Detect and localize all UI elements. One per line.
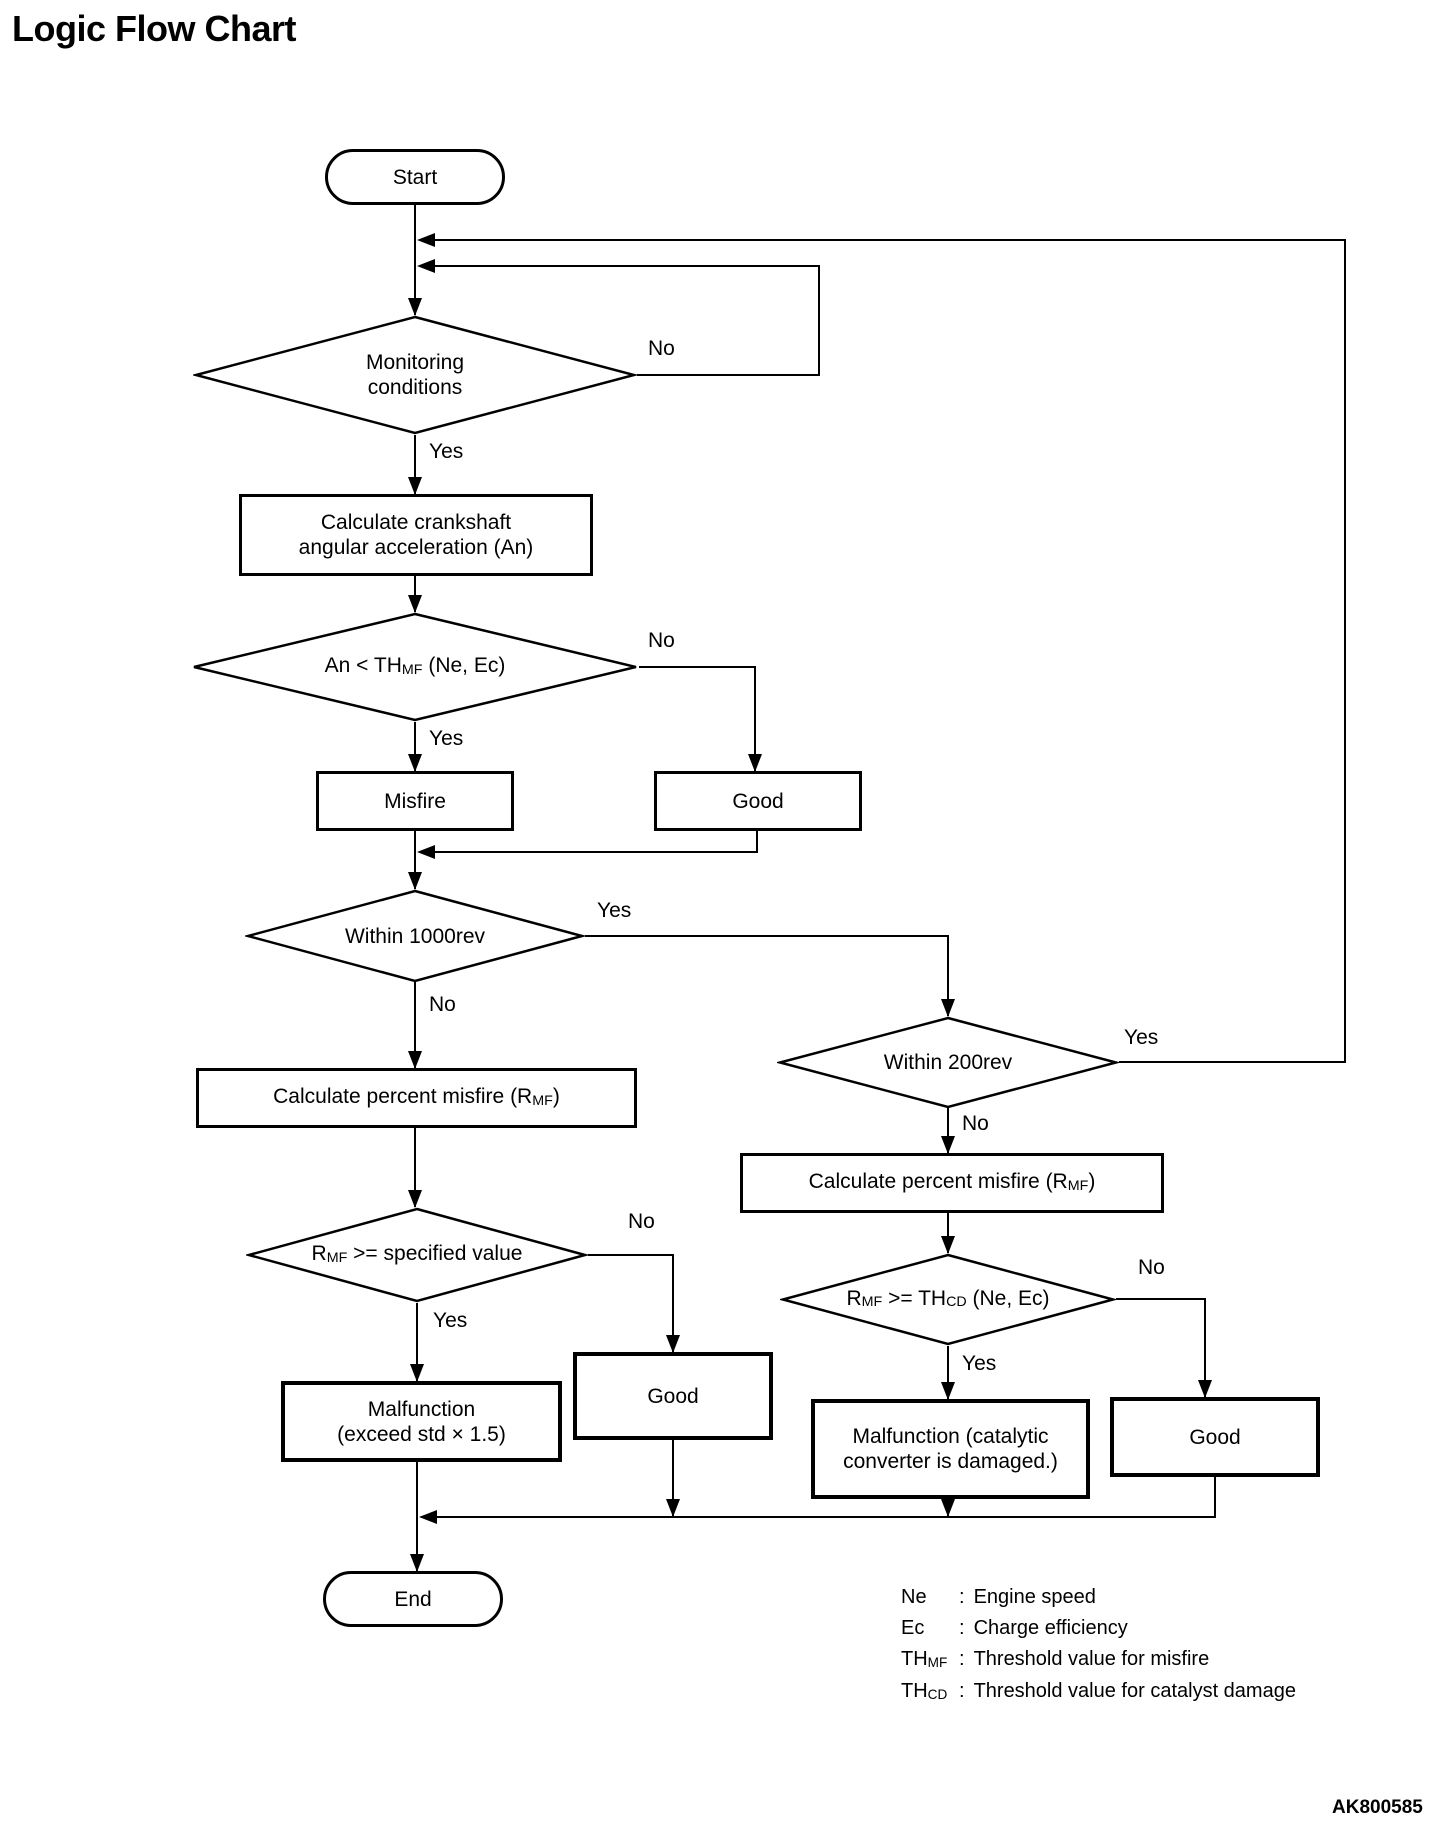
end-node: End	[323, 1571, 503, 1627]
edge-anth-no	[639, 666, 756, 771]
arrowhead-into-good-catalyst	[1198, 1380, 1212, 1398]
rmf-specified-decision: RMF >= specified value	[246, 1207, 588, 1303]
within-200rev-decision: Within 200rev	[777, 1016, 1119, 1109]
within-200rev-label: Within 200rev	[883, 1051, 1013, 1074]
edge-good-misfire-merge	[420, 831, 758, 853]
edge-bottom-merge	[421, 1477, 1216, 1518]
arrowhead-good-misfire-merge	[417, 845, 435, 859]
end-label: End	[394, 1587, 432, 1611]
edge-monitoring-no-loop	[420, 265, 820, 376]
label-rmfthcd-yes: Yes	[962, 1352, 997, 1375]
arrowhead-into-anth	[408, 595, 422, 613]
monitoring-label: Monitoring conditions	[365, 351, 465, 399]
arrowhead-into-within1000	[408, 872, 422, 890]
label-monitoring-no: No	[648, 337, 675, 360]
arrowhead-into-malfunction-catalyst	[941, 1382, 955, 1400]
legend: Ne : Engine speed Ec : Charge efficiency…	[901, 1582, 1296, 1708]
monitoring-diamond-shape	[193, 315, 637, 435]
label-within1000-yes: Yes	[597, 899, 632, 922]
rmf-thcd-label: RMF >= THCD (Ne, Ec)	[846, 1286, 1050, 1311]
arrowhead-into-within200	[941, 999, 955, 1017]
good-rmf-node: Good	[573, 1352, 773, 1440]
edge-rmfthcd-no	[1116, 1298, 1206, 1397]
legend-term-thcd: THCD	[901, 1680, 948, 1702]
arrowhead-bottom-merge	[419, 1510, 437, 1524]
legend-row-thcd: THCD : Threshold value for catalyst dama…	[901, 1676, 1296, 1708]
rmf-thcd-diamond-shape	[780, 1253, 1116, 1346]
arrowhead-good-rmf-merge	[666, 1499, 680, 1517]
label-rmfthcd-no: No	[1138, 1256, 1165, 1279]
arrowhead-into-malfunction-misfire	[410, 1364, 424, 1382]
an-threshold-label: An < THMF (Ne, Ec)	[324, 654, 506, 678]
arrowhead-into-misfire	[408, 754, 422, 772]
within-1000rev-decision: Within 1000rev	[245, 889, 585, 983]
legend-term-ec: Ec	[901, 1617, 925, 1639]
legend-row-ne: Ne : Engine speed	[901, 1582, 1296, 1613]
rmf-specified-diamond-shape	[246, 1207, 588, 1303]
monitoring-conditions-decision: Monitoring conditions	[193, 315, 637, 435]
rmf-specified-label: RMF >= specified value	[311, 1242, 523, 1266]
malfunction-catalyst-node: Malfunction (catalytic converter is dama…	[811, 1399, 1090, 1499]
label-anth-yes: Yes	[429, 727, 464, 750]
start-label: Start	[392, 165, 438, 189]
page-title: Logic Flow Chart	[12, 8, 297, 49]
label-anth-no: No	[648, 629, 675, 652]
arrowhead-into-end	[410, 1554, 424, 1572]
label-rmfspec-no: No	[628, 1210, 655, 1233]
legend-row-ec: Ec : Charge efficiency	[901, 1613, 1296, 1644]
label-within200-no: No	[962, 1112, 989, 1135]
legend-term-thmf: THMF	[901, 1648, 948, 1670]
label-monitoring-yes: Yes	[429, 440, 464, 463]
arrowhead-monitoring-loop	[417, 259, 435, 273]
edge-rmfspec-no	[588, 1254, 674, 1352]
edge-within200rev-yes-loop	[420, 239, 1346, 1063]
malfunction-misfire-node: Malfunction (exceed std × 1.5)	[281, 1381, 562, 1462]
good-catalyst-node: Good	[1110, 1397, 1320, 1477]
arrowhead-within200-loop	[417, 233, 435, 247]
calc-percent-misfire-right: Calculate percent misfire (RMF)	[740, 1153, 1164, 1213]
rmf-thcd-decision: RMF >= THCD (Ne, Ec)	[780, 1253, 1116, 1346]
label-rmfspec-yes: Yes	[433, 1309, 468, 1332]
figure-code: AK800585	[1332, 1797, 1423, 1818]
calc-crankshaft-process: Calculate crankshaft angular acceleratio…	[239, 494, 593, 576]
arrowhead-into-rmfspec	[408, 1190, 422, 1208]
calc-percent-misfire-left: Calculate percent misfire (RMF)	[196, 1068, 637, 1128]
arrowhead-into-calc-crankshaft	[408, 477, 422, 495]
start-node: Start	[325, 149, 505, 205]
good-misfire-node: Good	[654, 771, 862, 831]
arrowhead-into-good-rmf	[666, 1335, 680, 1353]
within-1000rev-label: Within 1000rev	[344, 924, 486, 948]
arrowhead-into-monitoring	[408, 298, 422, 316]
legend-row-thmf: THMF : Threshold value for misfire	[901, 1644, 1296, 1676]
arrowhead-into-good-misfire	[748, 754, 762, 772]
within-1000rev-diamond-shape	[245, 889, 585, 983]
legend-term-ne: Ne	[901, 1586, 927, 1608]
arrowhead-into-rmfthcd	[941, 1236, 955, 1254]
an-threshold-decision: An < THMF (Ne, Ec)	[191, 612, 639, 722]
arrowhead-into-calcpercent-right	[941, 1136, 955, 1154]
arrowhead-into-calcpercent-left	[408, 1051, 422, 1069]
edge-within1000-yes	[585, 935, 949, 1016]
label-within1000-no: No	[429, 993, 456, 1016]
arrowhead-malfcat-merge	[941, 1499, 955, 1517]
an-threshold-diamond-shape	[193, 612, 637, 722]
misfire-node: Misfire	[316, 771, 514, 831]
within-200rev-diamond-shape	[777, 1016, 1119, 1109]
label-within200-yes: Yes	[1124, 1026, 1159, 1049]
